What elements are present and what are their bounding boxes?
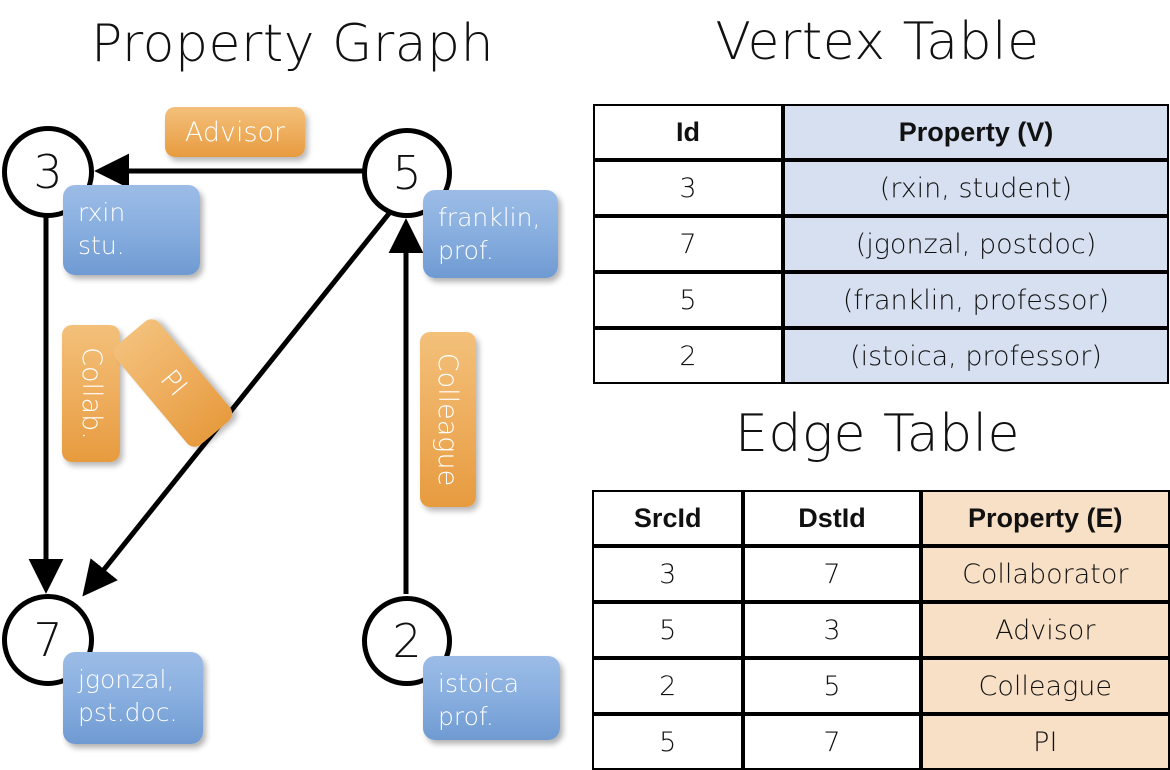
column-header-srcid: SrcId — [592, 490, 744, 546]
table-row: 2 (istoica, professor) — [593, 328, 1169, 384]
cell-property: (rxin, student) — [783, 160, 1169, 216]
cell-property: (jgonzal, postdoc) — [783, 216, 1169, 272]
edge-label-text: Colleague — [432, 352, 464, 487]
edge-label-text: Advisor — [184, 116, 286, 148]
cell-id: 7 — [593, 216, 783, 272]
node-property-box-jgonzal: jgonzal, pst.doc. — [63, 652, 203, 744]
node-property-line2: stu. — [78, 230, 125, 260]
column-header-id: Id — [593, 104, 783, 160]
cell-id: 5 — [593, 272, 783, 328]
node-property-line2: prof. — [438, 701, 494, 731]
cell-srcid: 5 — [592, 714, 744, 770]
edge-label-text: Collab. — [75, 347, 107, 440]
cell-property: PI — [920, 714, 1170, 770]
node-property-line2: pst.doc. — [78, 697, 178, 727]
node-property-line2: prof. — [438, 235, 494, 265]
edge-label-text: PI — [153, 363, 193, 403]
page-title-property-graph: Property Graph — [90, 14, 495, 74]
page-title-edge-table: Edge Table — [734, 404, 1021, 464]
table-header-row: SrcId DstId Property (E) — [592, 490, 1170, 546]
table-row: 2 5 Colleague — [592, 658, 1170, 714]
column-header-property: Property (V) — [783, 104, 1169, 160]
cell-srcid: 2 — [592, 658, 744, 714]
cell-property: Colleague — [920, 658, 1170, 714]
cell-property: (istoica, professor) — [783, 328, 1169, 384]
cell-property: Advisor — [920, 602, 1170, 658]
cell-property: (franklin, professor) — [783, 272, 1169, 328]
column-header-property: Property (E) — [920, 490, 1170, 546]
edge-5-to-7-pi — [82, 209, 393, 597]
cell-id: 2 — [593, 328, 783, 384]
cell-dstid: 5 — [743, 658, 921, 714]
table-header-row: Id Property (V) — [593, 104, 1169, 160]
node-property-box-franklin: franklin, prof. — [423, 190, 558, 278]
table-row: 7 (jgonzal, postdoc) — [593, 216, 1169, 272]
graph-node-5[interactable]: 5 — [362, 128, 452, 218]
edge-label-colleague: Colleague — [420, 332, 476, 507]
property-graph-diagram: 3 5 7 2 rxin stu. franklin, prof. jgonza… — [0, 0, 585, 760]
column-header-dstid: DstId — [743, 490, 921, 546]
node-property-line1: istoica — [438, 669, 520, 698]
table-row: 3 (rxin, student) — [593, 160, 1169, 216]
node-property-line1: rxin — [78, 198, 126, 227]
page-title-vertex-table: Vertex Table — [715, 12, 1040, 72]
table-row: 5 7 PI — [592, 714, 1170, 770]
cell-id: 3 — [593, 160, 783, 216]
node-property-line1: franklin, — [438, 203, 541, 232]
table-row: 5 (franklin, professor) — [593, 272, 1169, 328]
cell-dstid: 3 — [743, 602, 921, 658]
edge-table: SrcId DstId Property (E) 3 7 Collaborato… — [592, 490, 1170, 770]
graph-edges-svg — [28, 153, 424, 597]
edge-label-advisor: Advisor — [165, 107, 305, 157]
node-property-line1: jgonzal, — [78, 665, 175, 694]
table-row: 5 3 Advisor — [592, 602, 1170, 658]
edge-label-collab: Collab. — [62, 325, 120, 462]
table-row: 3 7 Collaborator — [592, 546, 1170, 602]
node-property-box-rxin: rxin stu. — [63, 185, 200, 275]
cell-dstid: 7 — [743, 546, 921, 602]
vertex-table: Id Property (V) 3 (rxin, student) 7 (jgo… — [593, 104, 1169, 384]
cell-property: Collaborator — [920, 546, 1170, 602]
node-property-box-istoica: istoica prof. — [423, 656, 560, 740]
cell-dstid: 7 — [743, 714, 921, 770]
cell-srcid: 5 — [592, 602, 744, 658]
cell-srcid: 3 — [592, 546, 744, 602]
graph-node-2[interactable]: 2 — [362, 596, 452, 686]
